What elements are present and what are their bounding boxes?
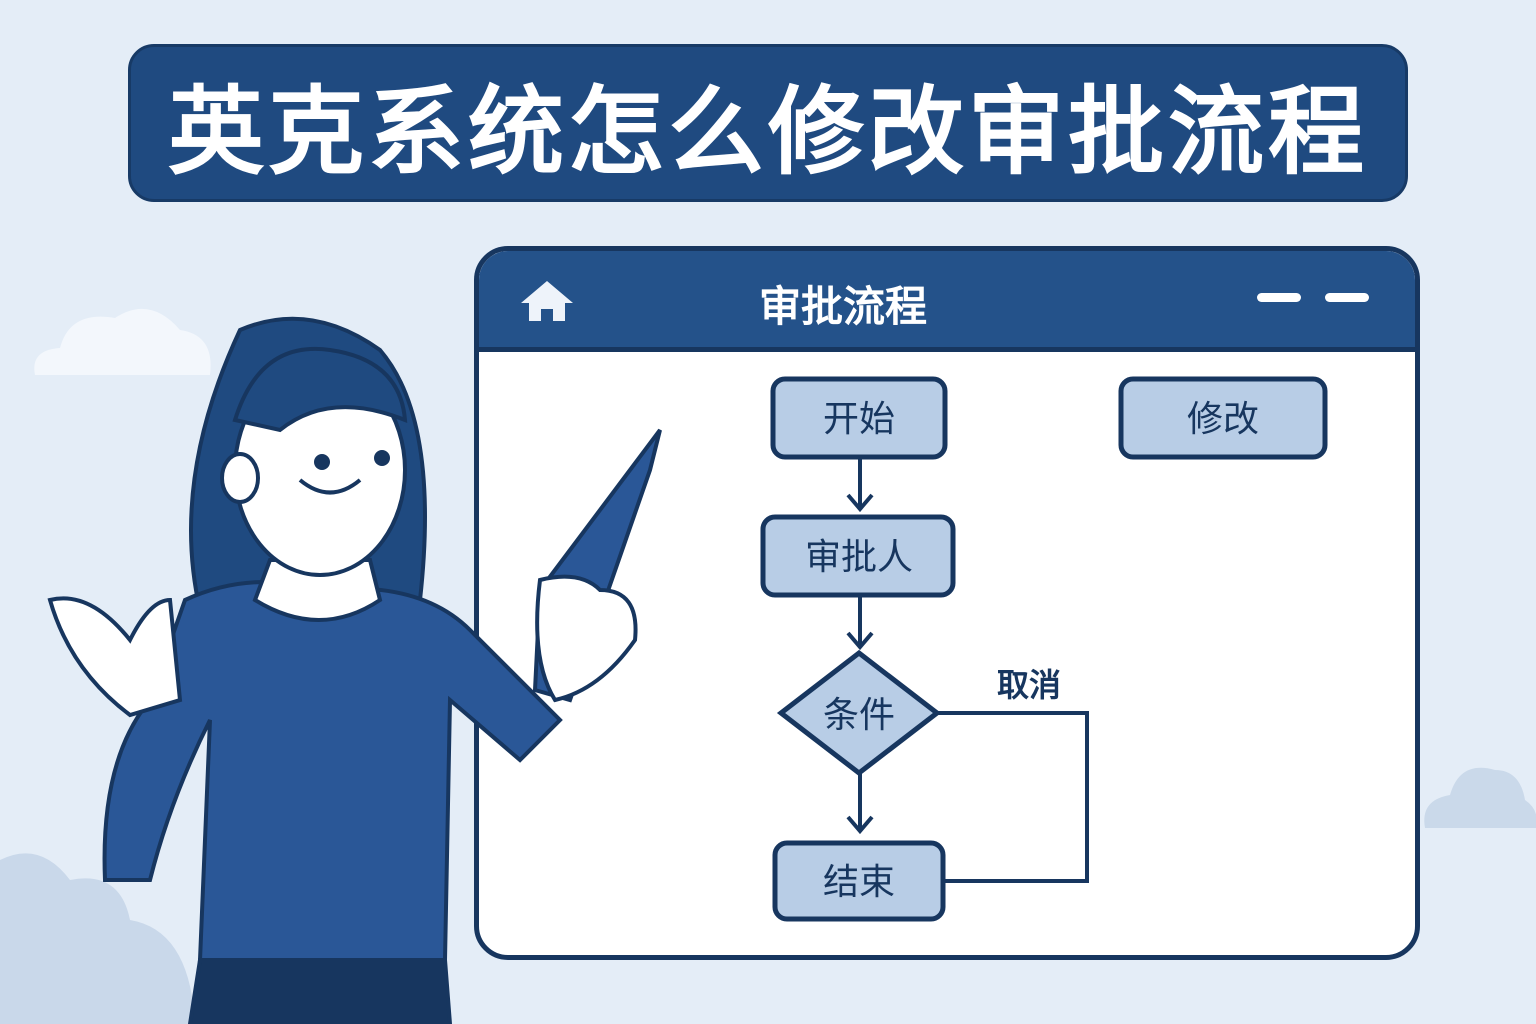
minimize-icon[interactable] [1257, 293, 1301, 302]
node-end-label: 结束 [823, 862, 895, 903]
flowchart: 开始 审批人 条件 取消 结束 修改 [760, 376, 1328, 922]
approval-flow-window: 审批流程 开始 审批人 条件 取消 结束 修改 [474, 246, 1420, 960]
edit-button-label: 修改 [1187, 399, 1259, 440]
eye-icon [374, 450, 390, 466]
node-approver-label: 审批人 [805, 537, 913, 578]
node-end[interactable]: 结束 [772, 840, 946, 922]
edit-button[interactable]: 修改 [1118, 376, 1328, 460]
cloud-decoration [1424, 767, 1536, 828]
home-icon[interactable] [519, 279, 575, 323]
window-titlebar: 审批流程 [479, 251, 1415, 352]
eye-icon [314, 454, 330, 470]
window-title: 审批流程 [759, 282, 928, 331]
title-banner: 英克系统怎么修改审批流程 [128, 44, 1408, 202]
cloud-decoration [34, 308, 211, 375]
node-condition-label: 条件 [823, 695, 895, 736]
cancel-label: 取消 [997, 666, 1061, 704]
presenter-illustration [47, 316, 662, 1024]
cloud-decoration [0, 853, 195, 1024]
node-start[interactable]: 开始 [770, 376, 948, 460]
node-approver[interactable]: 审批人 [760, 514, 956, 598]
window-control-icon[interactable] [1325, 293, 1369, 302]
node-start-label: 开始 [823, 399, 895, 440]
banner-title: 英克系统怎么修改审批流程 [168, 75, 1368, 188]
node-condition[interactable]: 条件 [776, 649, 942, 777]
